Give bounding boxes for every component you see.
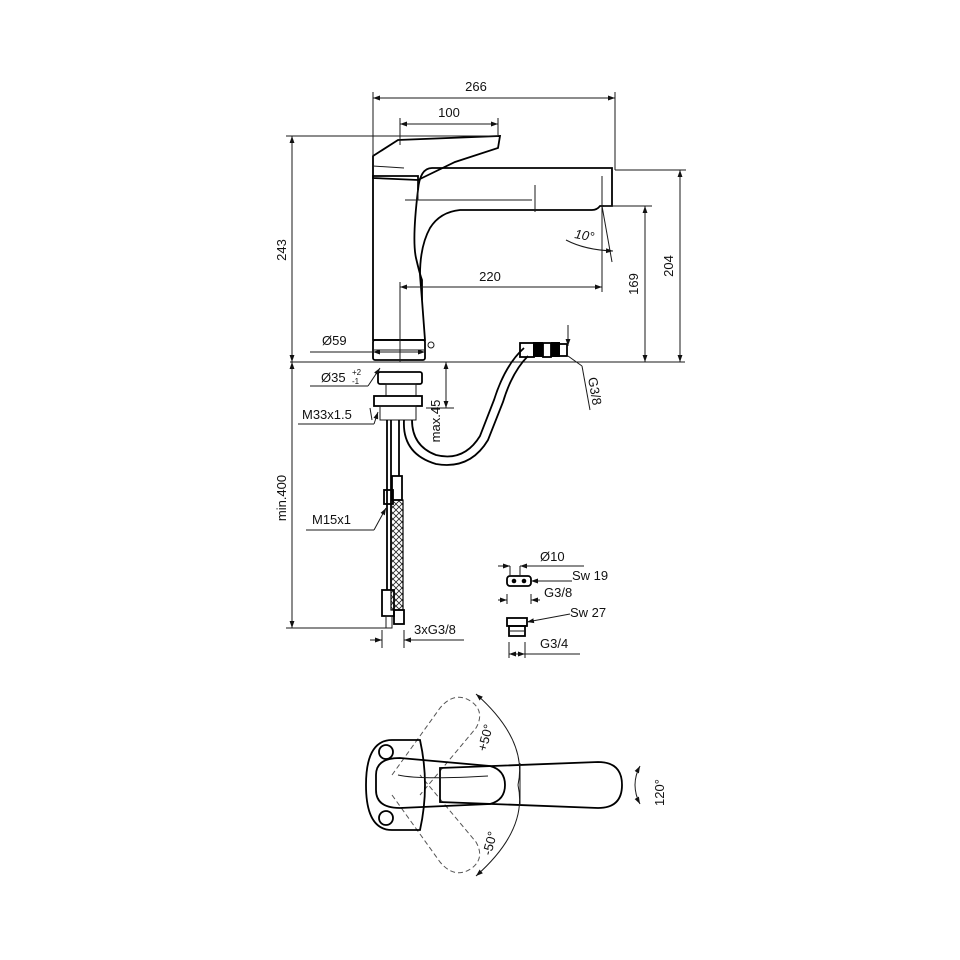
label-plus50: +50° bbox=[474, 723, 496, 753]
label-sw19: Sw 19 bbox=[572, 568, 608, 583]
faucet-lever bbox=[372, 135, 502, 181]
lever-top bbox=[375, 757, 506, 809]
base-plate bbox=[365, 739, 426, 831]
label-10deg: 10° bbox=[573, 226, 595, 244]
label-169: 169 bbox=[626, 273, 641, 295]
label-d35-tol-minus: -1 bbox=[352, 377, 360, 386]
label-243: 243 bbox=[274, 239, 289, 261]
faucet-spout bbox=[417, 167, 613, 301]
label-m15: M15x1 bbox=[312, 512, 351, 527]
label-max45: max.45 bbox=[428, 400, 443, 443]
label-min400: min.400 bbox=[274, 475, 289, 521]
dimension-labels: 266 100 220 243 204 169 10° Ø59 Ø35 +2 -… bbox=[274, 79, 676, 857]
label-220: 220 bbox=[479, 269, 501, 284]
label-d35: Ø35 bbox=[321, 370, 346, 385]
pullout-hose bbox=[411, 347, 525, 458]
faucet-side-view bbox=[290, 135, 685, 629]
label-204: 204 bbox=[661, 255, 676, 277]
label-100: 100 bbox=[438, 105, 460, 120]
label-120deg: 120° bbox=[652, 779, 667, 806]
label-sw27: Sw 27 bbox=[570, 605, 606, 620]
label-m33: M33x1.5 bbox=[302, 407, 352, 422]
faucet-body bbox=[372, 175, 426, 341]
label-g38: G3/8 bbox=[544, 585, 572, 600]
label-266: 266 bbox=[465, 79, 487, 94]
label-g34: G3/4 bbox=[540, 636, 568, 651]
fittings-detail bbox=[498, 563, 584, 658]
spout-top bbox=[439, 761, 623, 809]
label-3xg38: 3xG3/8 bbox=[414, 622, 456, 637]
faucet-top-view bbox=[365, 693, 641, 877]
label-g38-outlet: G3/8 bbox=[585, 376, 605, 406]
label-minus50: -50° bbox=[479, 830, 500, 857]
dimension-lines bbox=[286, 92, 686, 648]
label-d35-tol-plus: +2 bbox=[352, 368, 362, 377]
label-d10: Ø10 bbox=[540, 549, 565, 564]
label-d59: Ø59 bbox=[322, 333, 347, 348]
braided-hose bbox=[390, 499, 404, 611]
